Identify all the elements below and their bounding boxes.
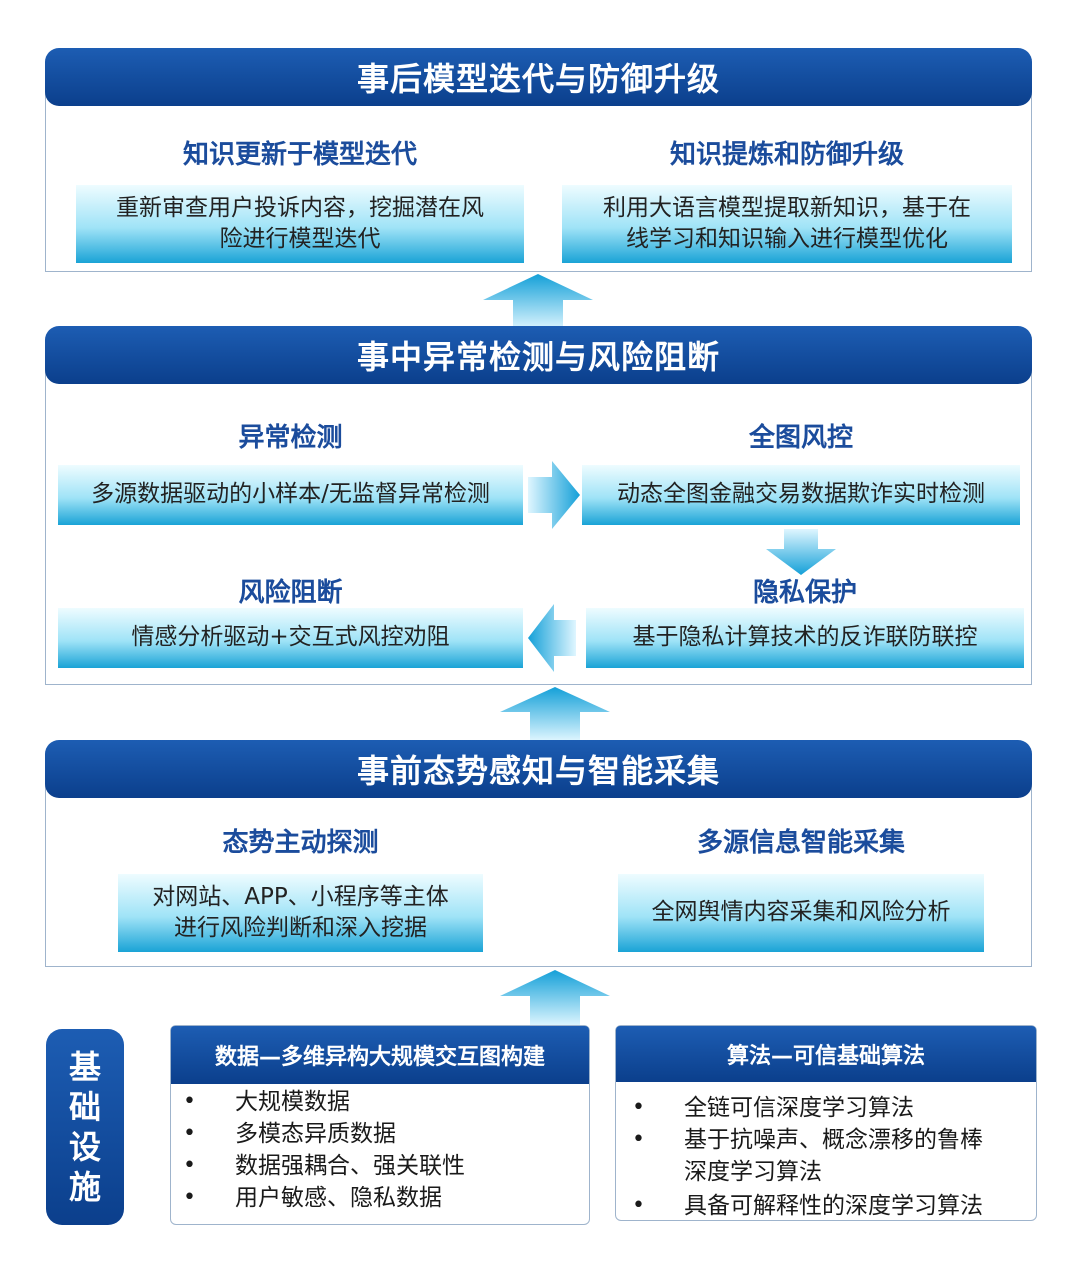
left-arrow-icon [528, 604, 576, 672]
graph-risk-heading: 全图风控 [748, 422, 853, 453]
multi-source-box: 全网舆情内容采集和风险分析 [618, 874, 984, 952]
list-item: 基于抗噪声、概念漂移的鲁棒 [632, 1124, 1036, 1156]
data-infra-title: 数据—多维异构大规模交互图构建 [171, 1026, 589, 1084]
algo-infra-title: 算法—可信基础算法 [616, 1026, 1036, 1082]
data-infra-panel: 数据—多维异构大规模交互图构建 大规模数据 多模态异质数据 数据强耦合、强关联性… [170, 1025, 590, 1225]
down-arrow-icon [766, 529, 836, 575]
graph-risk-box: 动态全图金融交易数据欺诈实时检测 [582, 465, 1020, 525]
pre-event-title: 事前态势感知与智能采集 [45, 740, 1032, 798]
post-event-title: 事后模型迭代与防御升级 [45, 48, 1032, 106]
algo-infra-list: 全链可信深度学习算法 基于抗噪声、概念漂移的鲁棒 深度学习算法 具备可解释性的深… [632, 1092, 1036, 1222]
right-arrow-icon [528, 461, 580, 529]
up-arrow-icon [500, 970, 610, 1026]
list-item: 数据强耦合、强关联性 [183, 1150, 589, 1182]
data-infra-list: 大规模数据 多模态异质数据 数据强耦合、强关联性 用户敏感、隐私数据 [183, 1086, 589, 1214]
knowledge-refine-heading: 知识提炼和防御升级 [669, 139, 904, 170]
knowledge-update-line1: 重新审查用户投诉内容，挖掘潜在风 [116, 194, 484, 221]
knowledge-refine-box: 利用大语言模型提取新知识，基于在线学习和知识输入进行模型优化 [562, 185, 1012, 263]
infrastructure-char: 基 [68, 1048, 101, 1086]
anomaly-heading: 异常检测 [238, 422, 343, 453]
situation-probe-heading: 态势主动探测 [222, 827, 379, 858]
up-arrow-icon [500, 687, 610, 741]
infrastructure-char: 施 [68, 1168, 101, 1206]
algo-infra-panel: 算法—可信基础算法 全链可信深度学习算法 基于抗噪声、概念漂移的鲁棒 深度学习算… [615, 1025, 1037, 1222]
situation-probe-box: 对网站、APP、小程序等主体进行风险判断和深入挖据 [118, 874, 483, 952]
in-event-title: 事中异常检测与风险阻断 [45, 326, 1032, 384]
infrastructure-label: 基 础 设 施 [46, 1029, 124, 1225]
situation-probe-line2: 进行风险判断和深入挖据 [173, 915, 427, 941]
list-item: 全链可信深度学习算法 [632, 1092, 1036, 1124]
risk-block-box: 情感分析驱动+交互式风控劝阻 [58, 608, 523, 668]
privacy-heading: 隐私保护 [752, 577, 857, 608]
knowledge-update-box: 重新审查用户投诉内容，挖掘潜在风险进行模型迭代 [76, 185, 524, 263]
list-item: 多模态异质数据 [183, 1118, 589, 1150]
anomaly-box: 多源数据驱动的小样本/无监督异常检测 [58, 465, 523, 525]
knowledge-refine-line1: 利用大语言模型提取新知识，基于在 [603, 194, 971, 221]
knowledge-refine-line2: 线学习和知识输入进行模型优化 [626, 226, 948, 252]
knowledge-update-line2: 险进行模型迭代 [219, 226, 381, 252]
up-arrow-icon [483, 274, 593, 330]
list-item: 大规模数据 [183, 1086, 589, 1118]
risk-block-heading: 风险阻断 [238, 577, 343, 608]
situation-probe-line1: 对网站、APP、小程序等主体 [152, 883, 449, 910]
list-item-continued: 深度学习算法 [684, 1159, 822, 1185]
privacy-box: 基于隐私计算技术的反诈联防联控 [586, 608, 1024, 668]
infrastructure-char: 础 [68, 1088, 101, 1126]
knowledge-update-heading: 知识更新于模型迭代 [182, 139, 417, 170]
infrastructure-char: 设 [68, 1128, 101, 1166]
list-item: 用户敏感、隐私数据 [183, 1182, 589, 1214]
multi-source-heading: 多源信息智能采集 [696, 827, 905, 858]
list-item: 具备可解释性的深度学习算法 [632, 1190, 1036, 1222]
